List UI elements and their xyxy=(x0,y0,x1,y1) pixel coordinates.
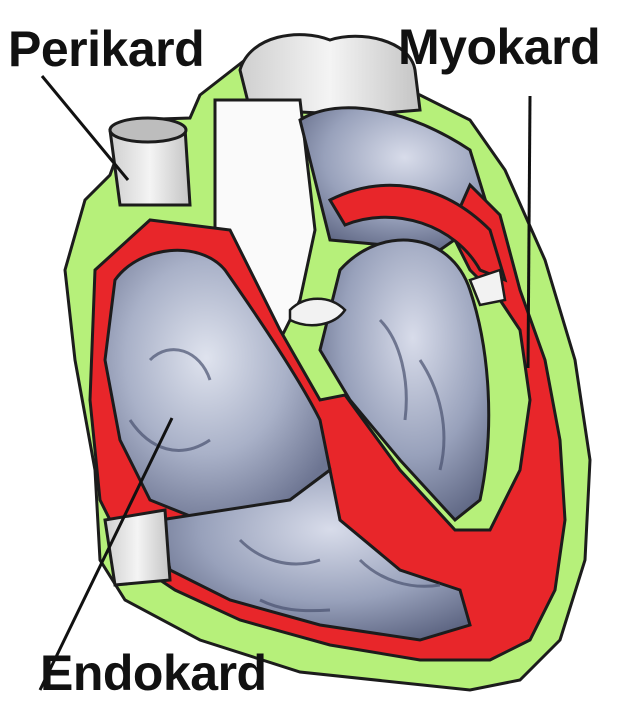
myokard-leader-line xyxy=(528,96,530,368)
myokard-label: Myokard xyxy=(398,22,600,72)
vena-cava-opening xyxy=(110,118,186,142)
perikard-label: Perikard xyxy=(8,24,204,74)
inferior-vessel xyxy=(105,510,170,585)
endokard-label: Endokard xyxy=(40,648,267,698)
